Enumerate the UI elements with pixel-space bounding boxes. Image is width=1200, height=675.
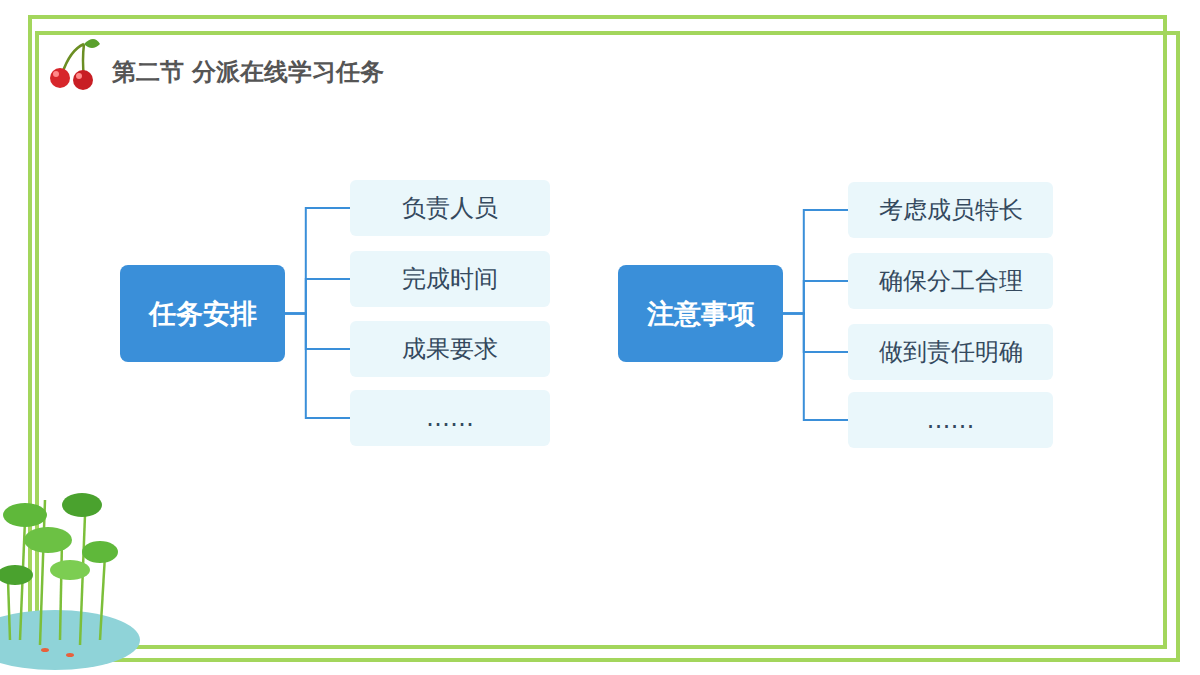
slide-title: 第二节 分派在线学习任务 (112, 56, 384, 88)
node-label: 完成时间 (402, 263, 498, 295)
node-label: 确保分工合理 (879, 265, 1023, 297)
node-label: 成果要求 (402, 333, 498, 365)
topic-box: 注意事项 (618, 265, 783, 362)
node-label: …… (927, 406, 975, 434)
subtopic-box: 确保分工合理 (848, 253, 1053, 309)
node-label: 注意事项 (647, 296, 755, 332)
tree-connector (285, 314, 350, 350)
tree-connector (783, 314, 848, 421)
node-label: 负责人员 (402, 192, 498, 224)
tree-connector (285, 208, 350, 314)
node-label: 任务安排 (149, 296, 257, 332)
frame-outer (30, 17, 1165, 647)
tree-connector (285, 314, 350, 419)
node-label: …… (426, 404, 474, 432)
subtopic-box: 做到责任明确 (848, 324, 1053, 380)
lotus-pond-illustration (0, 493, 140, 670)
subtopic-box: …… (848, 392, 1053, 448)
topic-box: 任务安排 (120, 265, 285, 362)
subtopic-box: 成果要求 (350, 321, 550, 377)
tree-connector (783, 210, 848, 314)
tree-connector (783, 314, 848, 353)
subtopic-box: 完成时间 (350, 251, 550, 307)
subtopic-box: 考虑成员特长 (848, 182, 1053, 238)
frame-inner (37, 33, 1178, 660)
subtopic-box: 负责人员 (350, 180, 550, 236)
subtopic-box: …… (350, 390, 550, 446)
node-label: 考虑成员特长 (879, 194, 1023, 226)
tree-connector (285, 279, 350, 314)
tree-connector (783, 281, 848, 314)
cherry-icon (50, 39, 100, 90)
node-label: 做到责任明确 (879, 336, 1023, 368)
